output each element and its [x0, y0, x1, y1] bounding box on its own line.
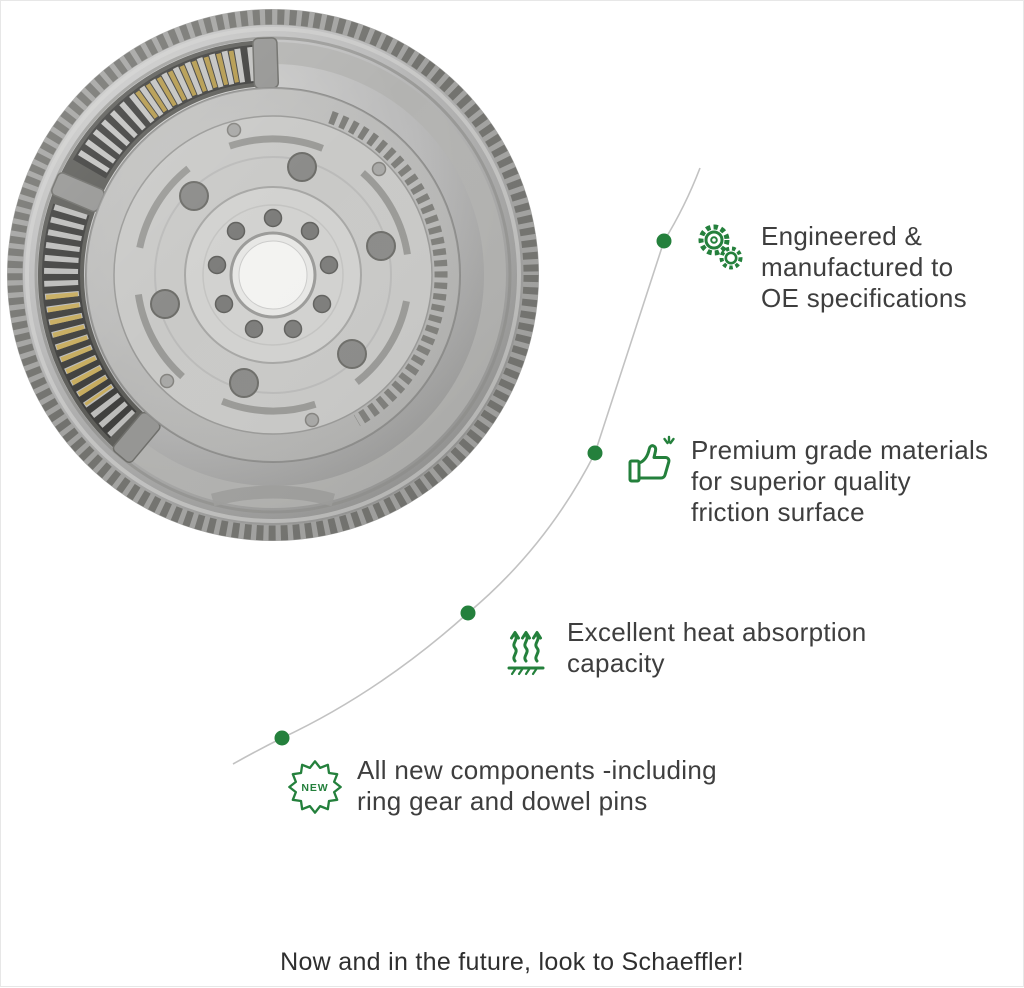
- thumbs-up-icon: [628, 435, 675, 483]
- gears-icon: [698, 224, 743, 270]
- connector-dot: [274, 730, 290, 746]
- footer-tagline: Now and in the future, look to Schaeffle…: [280, 948, 744, 976]
- connector-dot: [656, 233, 672, 249]
- feature-text: Engineered & manufactured to OE specific…: [761, 221, 967, 313]
- feature-text: All new components -including ring gear …: [357, 755, 717, 816]
- connector-dot: [460, 605, 476, 621]
- connector-dot: [587, 445, 603, 461]
- new-badge-label: NEW: [301, 782, 328, 794]
- feature-heat-absorption: Excellent heat absorption capacity: [499, 617, 866, 679]
- new-badge-icon: NEW: [288, 760, 342, 814]
- feature-premium-materials: Premium grade materials for superior qua…: [623, 435, 988, 528]
- metal-sheen: [7, 9, 539, 541]
- feature-text: Excellent heat absorption capacity: [567, 617, 867, 678]
- feature-text: Premium grade materials for superior qua…: [691, 435, 989, 527]
- dual-mass-flywheel-photo: [7, 9, 539, 541]
- feature-oe-specifications: Engineered & manufactured to OE specific…: [693, 221, 967, 314]
- feature-all-new-components: NEW All new components -including ring g…: [287, 755, 717, 817]
- heat-waves-icon: [507, 631, 545, 676]
